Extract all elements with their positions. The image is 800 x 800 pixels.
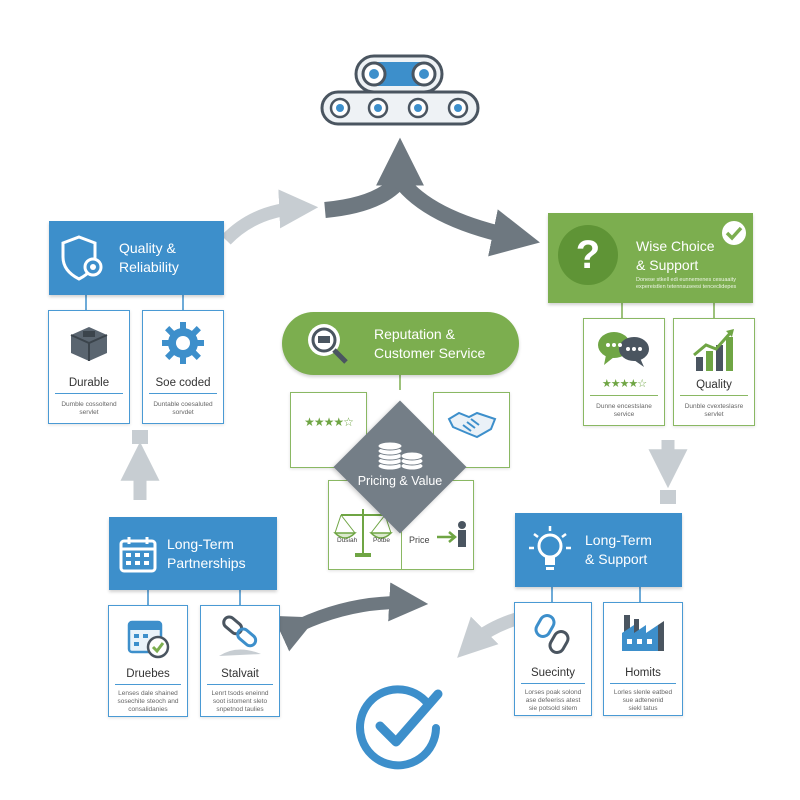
card-reviews-text: Dunne encestslane service xyxy=(596,403,652,418)
long-term-partnerships-header: Long-Term Partnerships xyxy=(109,517,277,590)
long-term-partnerships-title: Long-Term Partnerships xyxy=(167,535,246,571)
quality-reliability-title: Quality & Reliability xyxy=(119,240,179,275)
card-durable-text: Dumble cossoltend servlet xyxy=(61,401,117,416)
card-rating: ★★★★☆ xyxy=(290,392,367,468)
scales-icon xyxy=(333,509,393,557)
card-homits-text: Lorles slenle eatbed sue adtenenid siekl… xyxy=(613,689,673,712)
card-quality-text: Dunble cvexteslasre servlet xyxy=(684,403,744,418)
arrow-bottom-curve xyxy=(272,582,429,652)
card-quality-label: Quality xyxy=(696,379,732,391)
card-soe-coded: Soe coded Duntable coesaluted sorvdet xyxy=(142,310,224,424)
check-circle-icon xyxy=(356,685,443,770)
card-suecinty: Suecinty Lorses poak solond ase defeeris… xyxy=(514,602,592,716)
card-reviews: ★★★★☆ Dunne encestslane service xyxy=(583,318,665,426)
card-druebes: Druebes Lenses dale shained sosechite st… xyxy=(108,605,188,717)
card-homits: Homits Lorles slenle eatbed sue adteneni… xyxy=(603,602,683,716)
card-suecinty-label: Suecinty xyxy=(530,667,576,679)
pricing-value-label: Pricing & Value xyxy=(357,474,443,488)
chain-icon xyxy=(219,615,261,656)
shield-gear-icon xyxy=(49,233,119,283)
arrow-top-left xyxy=(324,174,407,218)
lightbulb-icon xyxy=(515,524,585,576)
long-term-support-header: Long-Term & Support xyxy=(515,513,682,587)
factory-icon xyxy=(622,615,664,651)
growth-chart-icon xyxy=(693,329,734,371)
card-durable: Durable Dumble cossoltend servlet xyxy=(48,310,130,424)
calendar-icon xyxy=(109,533,167,575)
card-quality: Quality Dunble cvexteslasre servlet xyxy=(673,318,755,426)
calendar-check-icon xyxy=(127,620,170,659)
stars-icon: ★★★★☆ xyxy=(304,415,354,429)
handshake-icon xyxy=(447,411,496,439)
card-stalvait-label: Stalvait xyxy=(221,668,259,680)
wise-choice-header: ? Wise Choice & Support Donese stkell ed… xyxy=(548,213,753,303)
wise-choice-subtitle: Donese stkell edi eunnemenes cesuaaity e… xyxy=(636,277,737,290)
scale-right-label: Potbe xyxy=(373,537,390,544)
arrow-left-dash xyxy=(132,430,148,444)
coins-icon xyxy=(377,441,424,471)
card-suecinty-text: Lorses poak solond ase defeeriss atest s… xyxy=(524,689,582,712)
card-soe-coded-text: Duntable coesaluted sorvdet xyxy=(153,401,213,416)
wise-choice-title: Wise Choice & Support xyxy=(636,238,715,273)
long-term-support-title: Long-Term & Support xyxy=(585,532,652,567)
conveyor-icon xyxy=(320,54,480,126)
chain-link-icon xyxy=(534,614,570,654)
block-icon xyxy=(70,327,108,361)
search-chat-icon xyxy=(304,320,352,373)
reputation-header: Reputation & Customer Service xyxy=(282,312,519,375)
speech-bubbles-icon xyxy=(598,332,649,367)
quality-reliability-header: Quality & Reliability xyxy=(49,221,224,295)
question-icon: ? xyxy=(556,223,620,287)
card-stalvait-text: Lenrt tsods eneinnd soot istoment sleto … xyxy=(211,690,269,713)
checkmark-icon xyxy=(720,219,748,252)
arrow-quality-top xyxy=(221,189,319,245)
card-durable-label: Durable xyxy=(68,377,110,389)
arrow-right-dash xyxy=(660,490,676,504)
stars-icon: ★★★★☆ xyxy=(601,378,647,390)
scale-left-label: Dusiah xyxy=(337,537,358,544)
card-soe-coded-label: Soe coded xyxy=(155,377,211,389)
card-homits-label: Homits xyxy=(625,667,661,679)
card-stalvait: Stalvait Lenrt tsods eneinnd soot istome… xyxy=(200,605,280,717)
card-druebes-text: Lenses dale shained sosechite steoch and… xyxy=(117,690,179,713)
person-arrow-icon xyxy=(437,521,466,547)
svg-text:?: ? xyxy=(576,233,600,277)
reputation-title: Reputation & Customer Service xyxy=(374,326,486,361)
arrow-top-right xyxy=(393,174,540,257)
price-tag-label: Price xyxy=(409,535,430,545)
gear-icon xyxy=(162,322,204,364)
card-druebes-label: Druebes xyxy=(126,668,170,680)
